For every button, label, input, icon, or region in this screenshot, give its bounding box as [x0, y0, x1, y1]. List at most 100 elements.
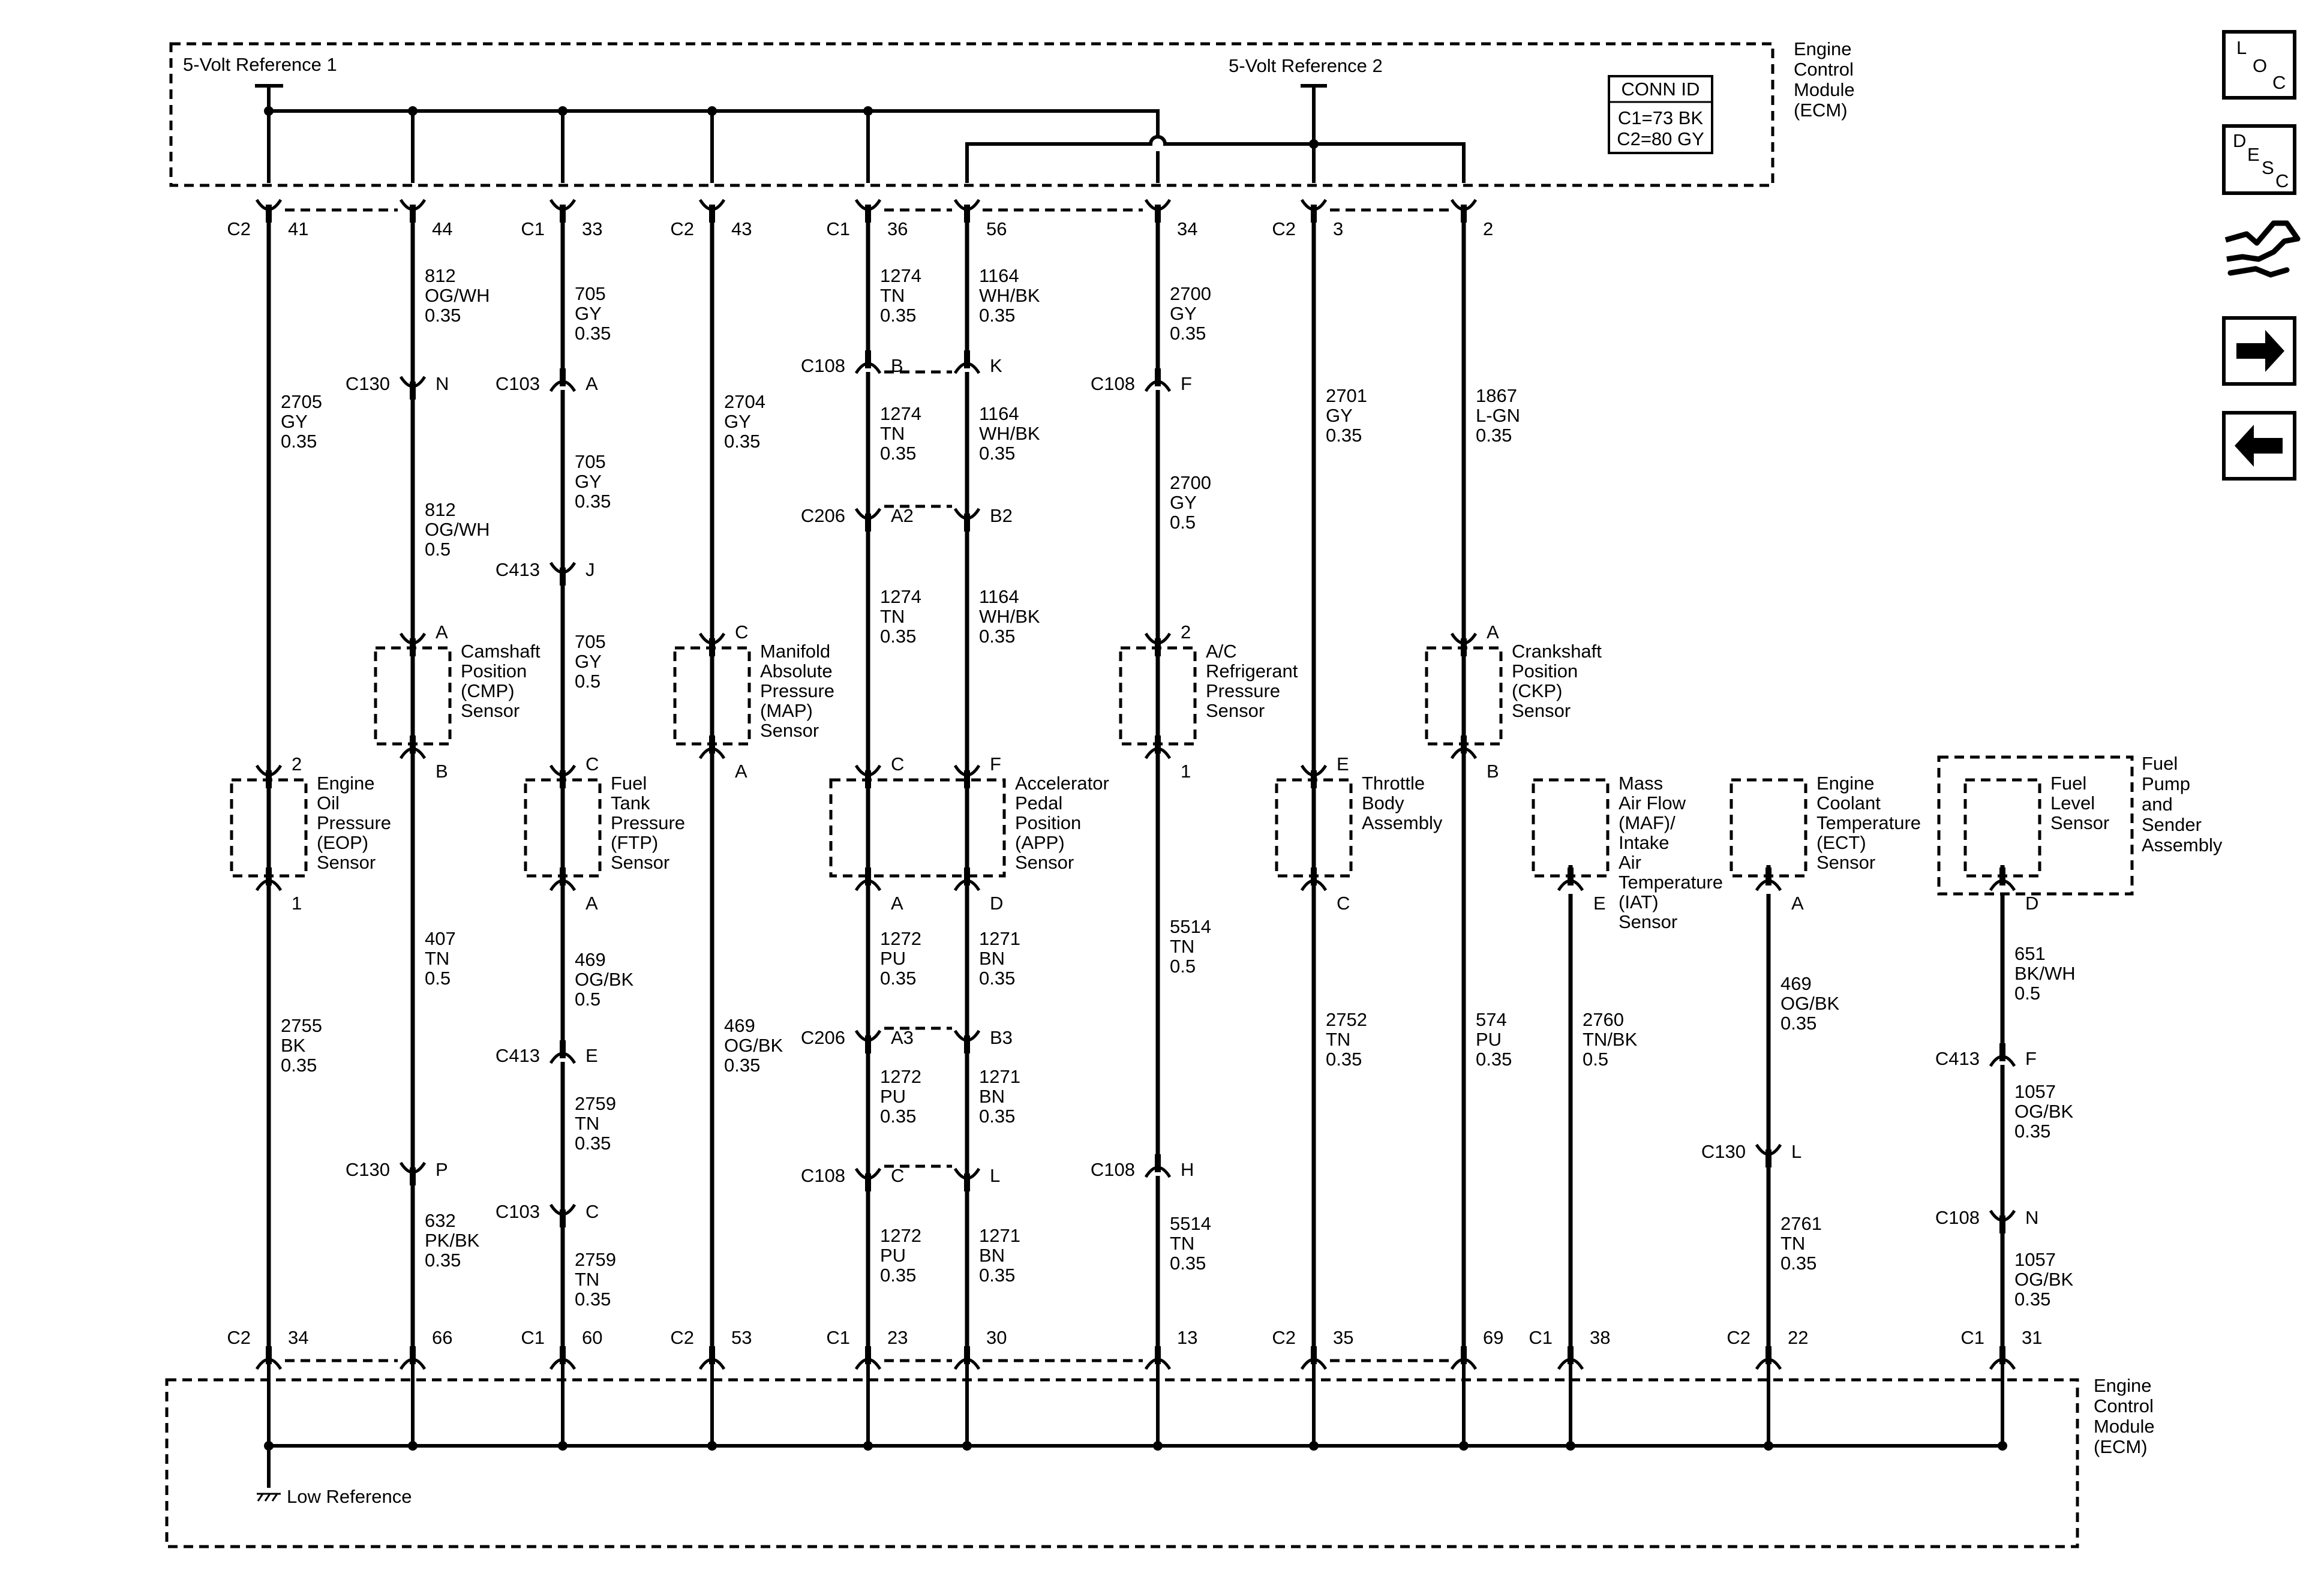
inline-connector-id: C413 — [496, 559, 540, 580]
inline-connector-pin: C — [585, 1201, 599, 1222]
inline-connector — [1144, 368, 1172, 392]
wire-spec: 705 — [575, 631, 606, 652]
sensor-label: Pressure — [611, 812, 685, 833]
desc-button[interactable]: D E S C — [2222, 124, 2296, 195]
ecm-connector-id: C2 — [1727, 1327, 1750, 1348]
wire-spec: GY — [1326, 405, 1353, 426]
ecm-top-pin — [1144, 199, 1172, 223]
next-arrow-button[interactable] — [2222, 316, 2296, 386]
wire-spec: GY — [1170, 303, 1197, 324]
inline-connector-pin: B2 — [990, 505, 1013, 526]
sensor-label: Sensor — [1015, 852, 1074, 873]
wire-spec: 0.35 — [979, 968, 1015, 989]
wire-spec: 1274 — [880, 265, 921, 286]
sensor-label: Assembly — [1362, 812, 1443, 833]
splice-dot — [558, 1441, 568, 1451]
ecm-pin-number: 36 — [887, 218, 908, 239]
sensor-pin-label: A — [891, 893, 903, 914]
wire-spec: 0.35 — [575, 491, 611, 512]
inline-connector-id: C130 — [1701, 1141, 1746, 1162]
inline-connector-id: C130 — [346, 1159, 390, 1180]
ecm-pin-number: 35 — [1333, 1327, 1353, 1348]
splice-dot — [1153, 1441, 1163, 1451]
wire-spec: 0.35 — [1170, 323, 1206, 344]
inline-connector-pin: P — [436, 1159, 448, 1180]
ecm-pin-number: 13 — [1177, 1327, 1197, 1348]
ecm-connector-id: C2 — [1272, 218, 1296, 239]
wire-spec: TN — [1170, 936, 1194, 957]
ecm-connector-id: C2 — [1272, 1327, 1296, 1348]
inline-connector-pin: F — [1181, 373, 1192, 394]
wire-spec: 0.35 — [575, 1133, 611, 1154]
inline-connector-pin: N — [436, 373, 449, 394]
wire-spec: 651 — [2014, 943, 2046, 964]
wire-spec: 5514 — [1170, 1213, 1211, 1234]
wire-spec: 0.5 — [1583, 1049, 1608, 1070]
inline-connector-id: C103 — [496, 1201, 540, 1222]
sensor-label: Temperature — [1816, 812, 1921, 833]
inline-connector — [953, 508, 981, 532]
sensor-box — [1963, 778, 2041, 878]
wire-spec: 1867 — [1476, 385, 1517, 406]
wire-spec: 1272 — [880, 1066, 921, 1087]
conn-id-c1: C1=73 BK — [1618, 107, 1704, 128]
inline-connector — [854, 1167, 882, 1191]
wire-spec: 705 — [575, 283, 606, 304]
sensor-pin-bottom — [1557, 867, 1584, 891]
wire-spec: 0.35 — [880, 443, 916, 464]
ecm-connector-id: C2 — [227, 218, 251, 239]
ecm-pin-number: 43 — [731, 218, 752, 239]
sensor-label: (IAT) — [1619, 891, 1659, 912]
loc-l: L — [2236, 37, 2247, 58]
fuel-pump-label-line: Assembly — [2142, 834, 2223, 855]
wire-spec: 0.35 — [880, 626, 916, 647]
connector-links — [285, 208, 1449, 1362]
wire-spec: 1271 — [979, 928, 1020, 949]
ecm-bottom-pin — [549, 1346, 577, 1370]
wire-spec: 0.35 — [979, 626, 1015, 647]
ecm-bottom-label-line: Control — [2094, 1395, 2154, 1416]
fuel-pump-label-line: Sender — [2142, 814, 2202, 835]
loc-button[interactable]: L O C — [2222, 30, 2296, 100]
fuel-pump-label-line: Fuel — [2142, 753, 2178, 774]
ecm-bottom-pin — [1989, 1346, 2016, 1370]
wire-spec: 2755 — [281, 1015, 322, 1036]
inline-connector — [953, 1029, 981, 1053]
sensor-label: Position — [1512, 661, 1578, 682]
ecm-bottom-label-line: Module — [2094, 1416, 2155, 1437]
inline-connector — [854, 1029, 882, 1053]
schematic-wiring-icon[interactable] — [2224, 220, 2301, 278]
wire-spec: PK/BK — [425, 1230, 480, 1251]
ecm-bottom-pin — [854, 1346, 882, 1370]
conn-id-c2: C2=80 GY — [1617, 128, 1704, 149]
sensor-pin-bottom — [1450, 736, 1478, 760]
sensor-label: Engine — [317, 773, 375, 794]
ecm-bottom-pin — [1144, 1346, 1172, 1370]
sensor-label: (CMP) — [461, 680, 515, 701]
wire-spec: 0.35 — [880, 968, 916, 989]
wire-spec: 0.35 — [1326, 425, 1362, 446]
inline-connector — [1755, 1143, 1782, 1167]
inline-connector-id: C108 — [1091, 373, 1135, 394]
desc-s: S — [2262, 157, 2274, 178]
inline-connector-pin: K — [990, 355, 1002, 376]
sensor-pin-label: B — [1487, 761, 1499, 782]
ecm-top-pin — [399, 199, 427, 223]
inline-connector-id: C413 — [496, 1045, 540, 1066]
splice-dot — [707, 1441, 717, 1451]
wire-spec: 0.35 — [979, 443, 1015, 464]
wire-spec: WH/BK — [979, 606, 1040, 627]
wire-spec: 0.35 — [1476, 425, 1512, 446]
ecm-bottom-pin — [1300, 1346, 1328, 1370]
inline-connector-id: C130 — [346, 373, 390, 394]
prev-arrow-button[interactable] — [2222, 411, 2296, 481]
wire-spec: 574 — [1476, 1009, 1507, 1030]
ecm-top-pin — [953, 199, 981, 223]
wire-spec: OG/BK — [1780, 993, 1840, 1014]
sensor-label: Oil — [317, 792, 340, 813]
arrow-right-icon — [2236, 330, 2284, 372]
